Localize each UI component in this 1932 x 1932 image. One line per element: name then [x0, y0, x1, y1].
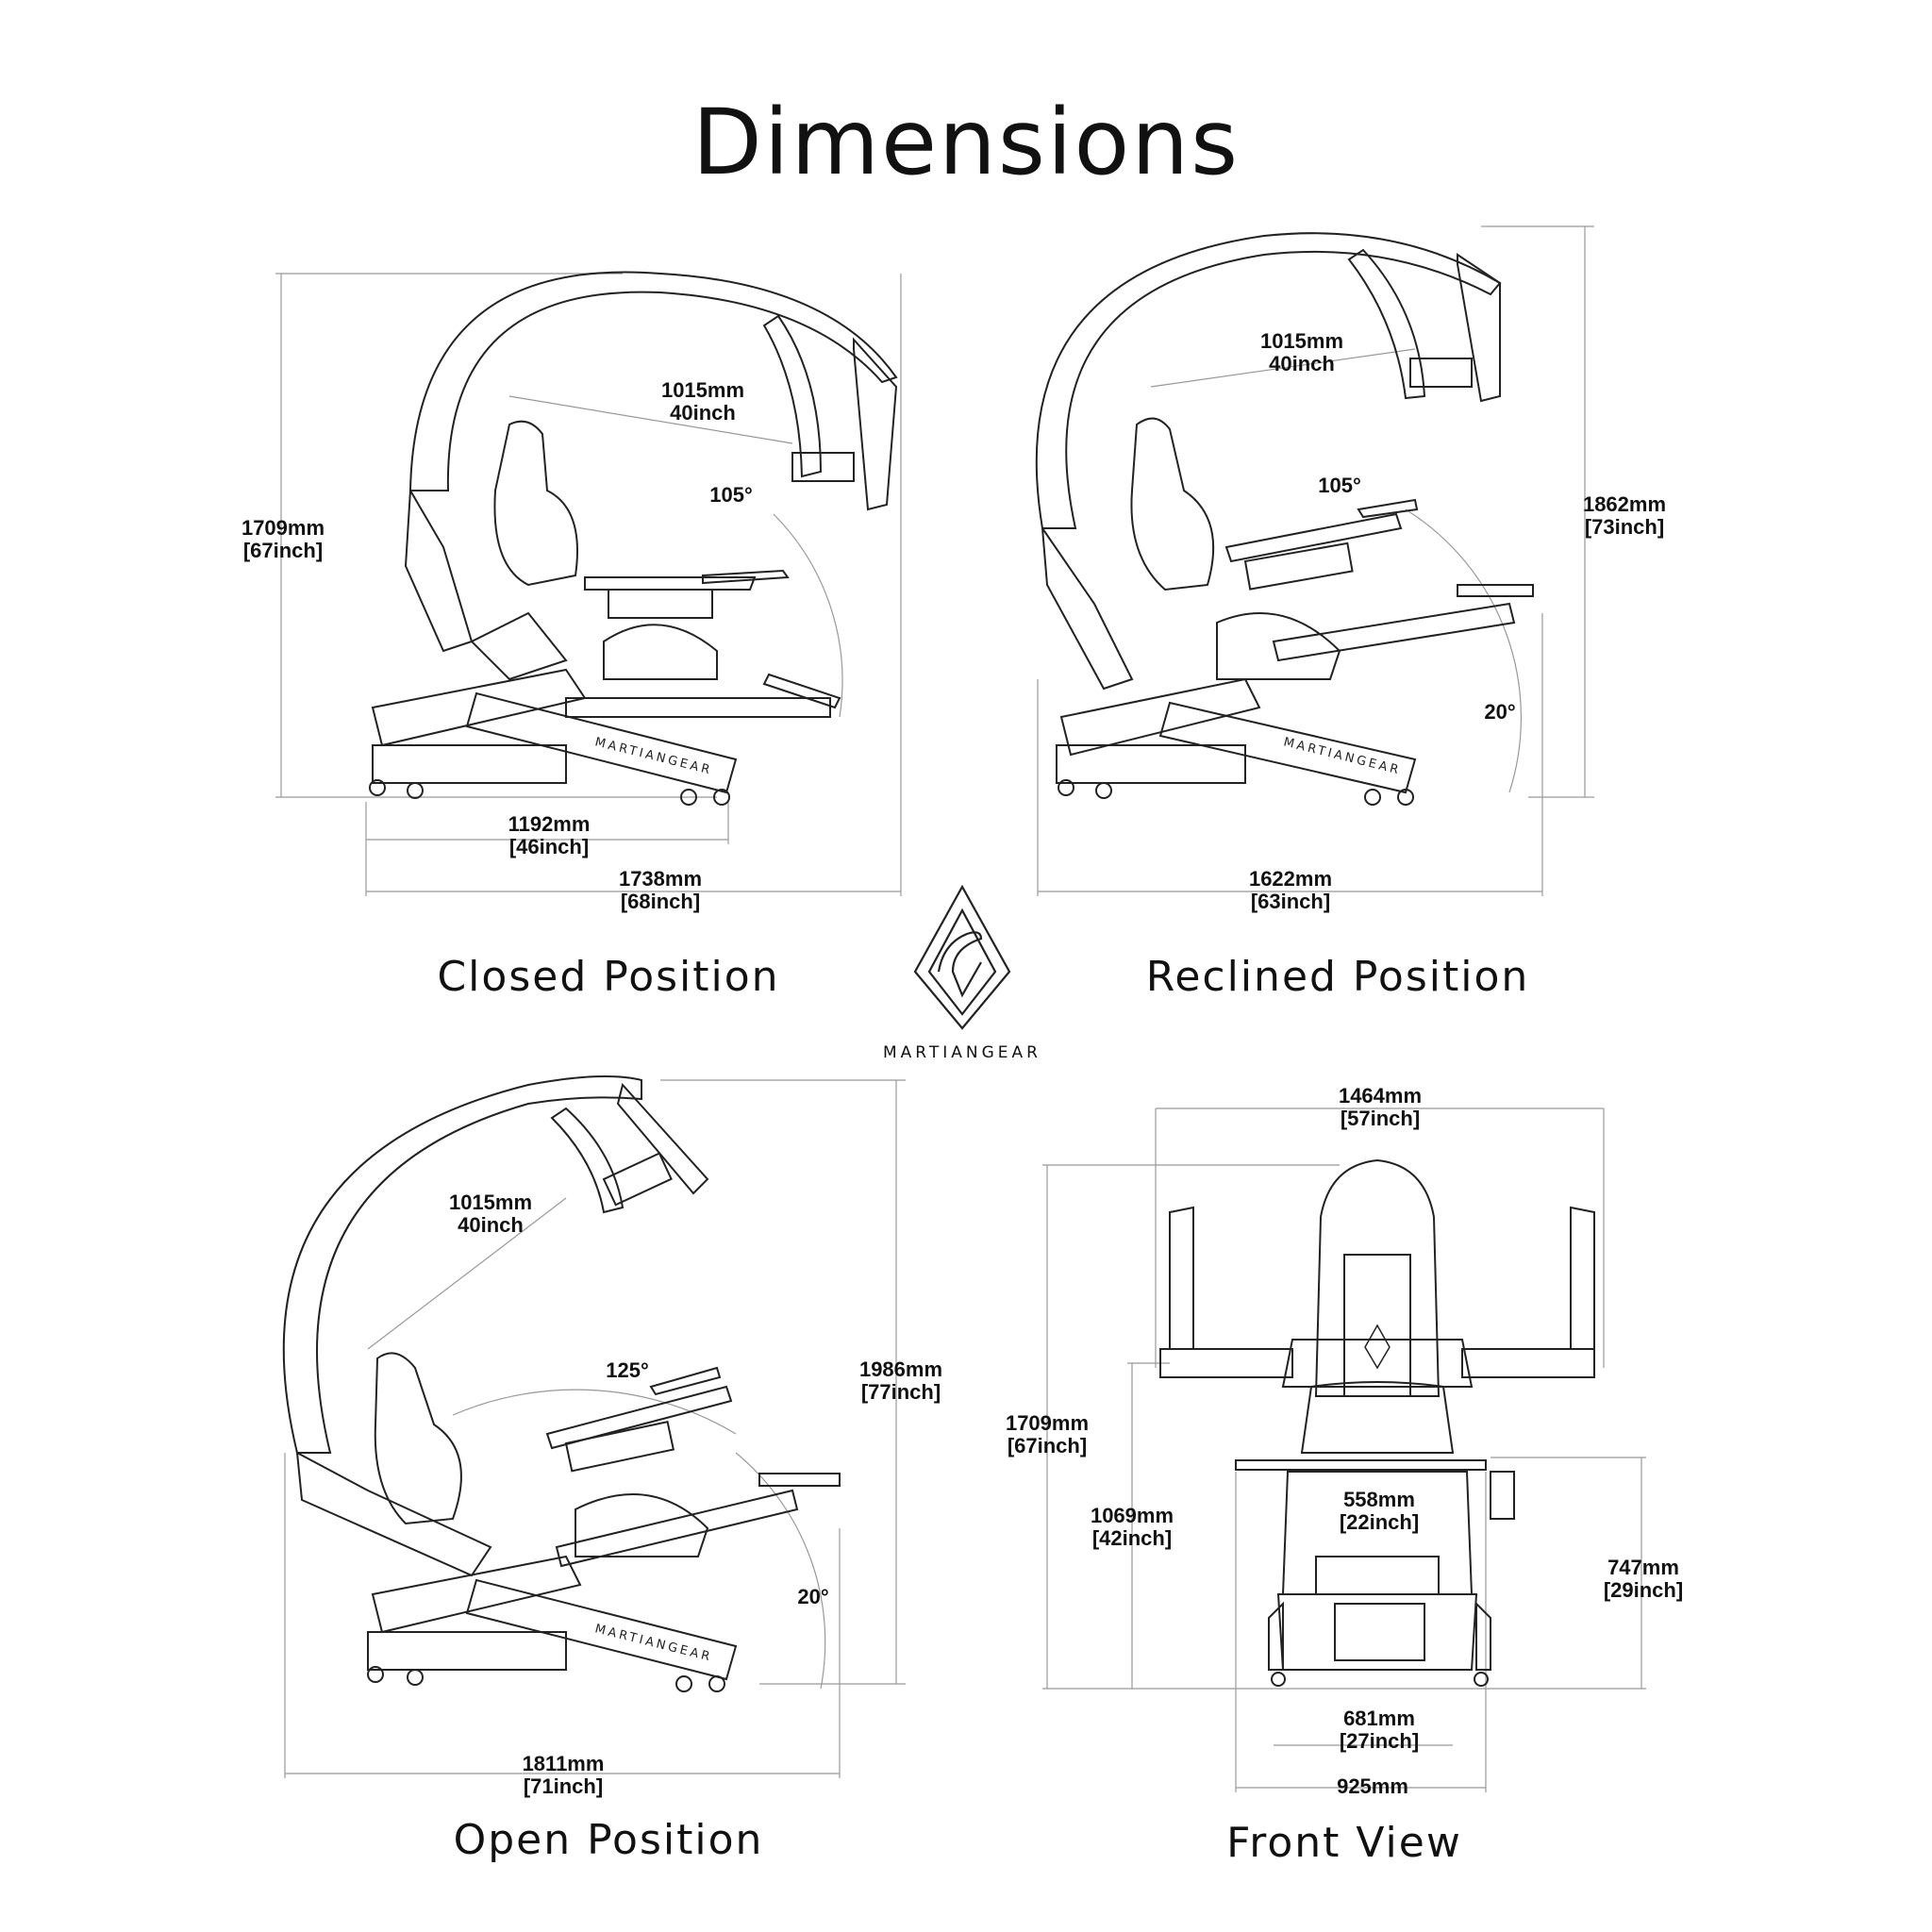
reclined-length-in: [63inch] [1250, 890, 1331, 913]
front-seat-width-mm: 558mm [1343, 1488, 1415, 1511]
front-height-in: [67inch] [1007, 1434, 1088, 1457]
front-seat-height-label: 1069mm [42inch] [1091, 1505, 1174, 1550]
front-total-width-mm: 925mm [1337, 1774, 1408, 1798]
front-desk-height-mm: 747mm [1607, 1556, 1679, 1579]
closed-length-label: 1738mm [68inch] [619, 868, 702, 913]
open-height-in: [77inch] [860, 1380, 941, 1404]
open-brand-label: MARTIANGEAR [593, 1622, 714, 1664]
closed-base-mm: 1192mm [508, 812, 591, 836]
closed-height-label: 1709mm [67inch] [242, 517, 325, 562]
open-length-label: 1811mm [71inch] [523, 1753, 605, 1798]
reclined-span-in: 40inch [1269, 352, 1335, 375]
reclined-angle2-label: 20° [1484, 700, 1516, 724]
front-seat-width-label: 558mm [22inch] [1340, 1489, 1419, 1534]
front-height-mm: 1709mm [1005, 1411, 1090, 1435]
front-base-width-mm: 681mm [1343, 1707, 1415, 1730]
reclined-height-label: 1862mm [73inch] [1583, 493, 1666, 539]
open-position-drawing: MARTIANGEAR [282, 1075, 906, 1778]
reclined-position-drawing: MARTIANGEAR [1035, 225, 1594, 896]
front-desk-height-in: [29inch] [1603, 1578, 1684, 1602]
closed-length-mm: 1738mm [618, 867, 703, 891]
closed-span-label: 1015mm 40inch [661, 379, 744, 425]
closed-angle-label: 105° [709, 483, 753, 507]
front-height-label: 1709mm [67inch] [1006, 1412, 1089, 1457]
page-title: Dimensions [691, 90, 1241, 195]
closed-height-mm: 1709mm [241, 516, 325, 540]
open-caption: Open Position [453, 1816, 764, 1864]
closed-caption: Closed Position [437, 953, 780, 1001]
front-view-drawing [1042, 1108, 1646, 1792]
front-seat-height-in: [42inch] [1091, 1526, 1173, 1550]
open-length-mm: 1811mm [522, 1752, 605, 1775]
open-height-mm: 1986mm [858, 1357, 943, 1381]
front-width-mm: 1464mm [1338, 1084, 1423, 1108]
open-span-mm: 1015mm [448, 1191, 533, 1214]
closed-span-in: 40inch [670, 401, 736, 425]
front-total-width-label: 925mm [1337, 1775, 1408, 1798]
reclined-brand-label: MARTIANGEAR [1282, 735, 1403, 777]
reclined-caption: Reclined Position [1145, 953, 1530, 1001]
open-span-label: 1015mm 40inch [449, 1191, 532, 1237]
brand-logo-text: MARTIANGEAR [883, 1043, 1041, 1062]
closed-brand-label: MARTIANGEAR [593, 735, 714, 777]
open-length-in: [71inch] [523, 1774, 604, 1798]
front-caption: Front View [1226, 1819, 1462, 1867]
closed-position-drawing: MARTIANGEAR [275, 271, 902, 896]
open-angle2-label: 20° [797, 1585, 829, 1608]
front-base-width-in: [27inch] [1339, 1729, 1420, 1753]
front-width-in: [57inch] [1340, 1107, 1421, 1130]
front-desk-height-label: 747mm [29inch] [1604, 1557, 1683, 1602]
open-height-label: 1986mm [77inch] [859, 1358, 942, 1404]
front-width-label: 1464mm [57inch] [1339, 1085, 1422, 1130]
reclined-length-label: 1622mm [63inch] [1249, 868, 1332, 913]
open-angle-label: 125° [606, 1358, 649, 1382]
closed-height-in: [67inch] [242, 539, 324, 562]
reclined-span-mm: 1015mm [1259, 329, 1344, 353]
closed-base-in: [46inch] [508, 835, 590, 858]
reclined-span-label: 1015mm 40inch [1260, 330, 1343, 375]
front-base-width-label: 681mm [27inch] [1340, 1707, 1419, 1753]
brand-logo [913, 884, 1011, 1030]
reclined-height-mm: 1862mm [1582, 492, 1667, 516]
reclined-length-mm: 1622mm [1248, 867, 1333, 891]
reclined-height-in: [73inch] [1584, 515, 1665, 539]
closed-base-label: 1192mm [46inch] [508, 813, 591, 858]
front-seat-height-mm: 1069mm [1090, 1504, 1174, 1527]
closed-length-in: [68inch] [620, 890, 701, 913]
closed-span-mm: 1015mm [660, 378, 745, 402]
open-span-in: 40inch [458, 1213, 524, 1237]
reclined-angle-label: 105° [1318, 474, 1361, 497]
front-seat-width-in: [22inch] [1339, 1510, 1420, 1534]
